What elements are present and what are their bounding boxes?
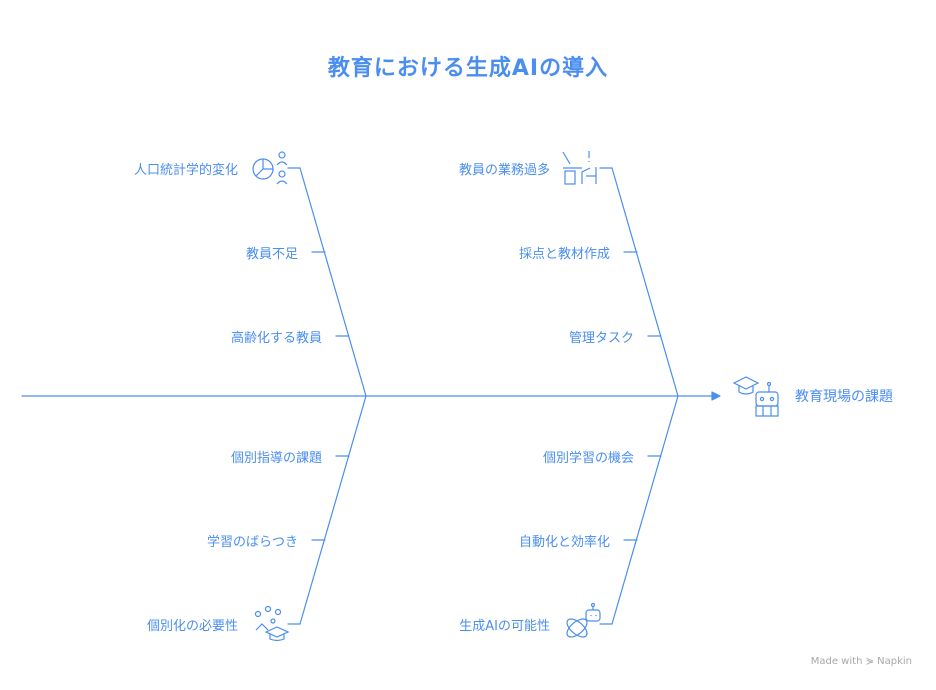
personalization-icon	[254, 605, 290, 642]
teacher-workload-icon	[562, 151, 597, 185]
branch-item: 教員不足	[245, 247, 298, 262]
branch-item: 学習のばらつき	[206, 535, 298, 550]
demographics-icon	[252, 151, 288, 185]
branch-head-workload: 教員の業務過多	[458, 163, 550, 178]
education-field-icon	[732, 376, 779, 417]
bone-bottom-left	[299, 395, 367, 625]
spine-arrowhead	[711, 391, 721, 401]
branch-item: 採点と教材作成	[518, 247, 610, 262]
bone-bottom-right	[611, 395, 679, 625]
branch-head-generative-ai: 生成AIの可能性	[459, 619, 550, 634]
napkin-credit[interactable]: Made with ⋟ Napkin	[810, 656, 912, 667]
generative-ai-icon	[566, 602, 601, 638]
branch-item: 個別指導の課題	[230, 451, 322, 466]
diagram-title: 教育における生成AIの導入	[327, 56, 609, 81]
effect-label: 教育現場の課題	[795, 389, 893, 405]
branch-head-demographics: 人口統計学的変化	[133, 163, 238, 178]
bone-top-right	[611, 167, 679, 397]
bone-top-left	[299, 167, 367, 397]
branch-item: 管理タスク	[568, 331, 634, 346]
branch-item: 自動化と効率化	[518, 535, 610, 550]
branch-item: 個別学習の機会	[542, 451, 634, 466]
branch-head-personalization: 個別化の必要性	[146, 619, 238, 634]
branch-item: 高齢化する教員	[230, 331, 322, 346]
